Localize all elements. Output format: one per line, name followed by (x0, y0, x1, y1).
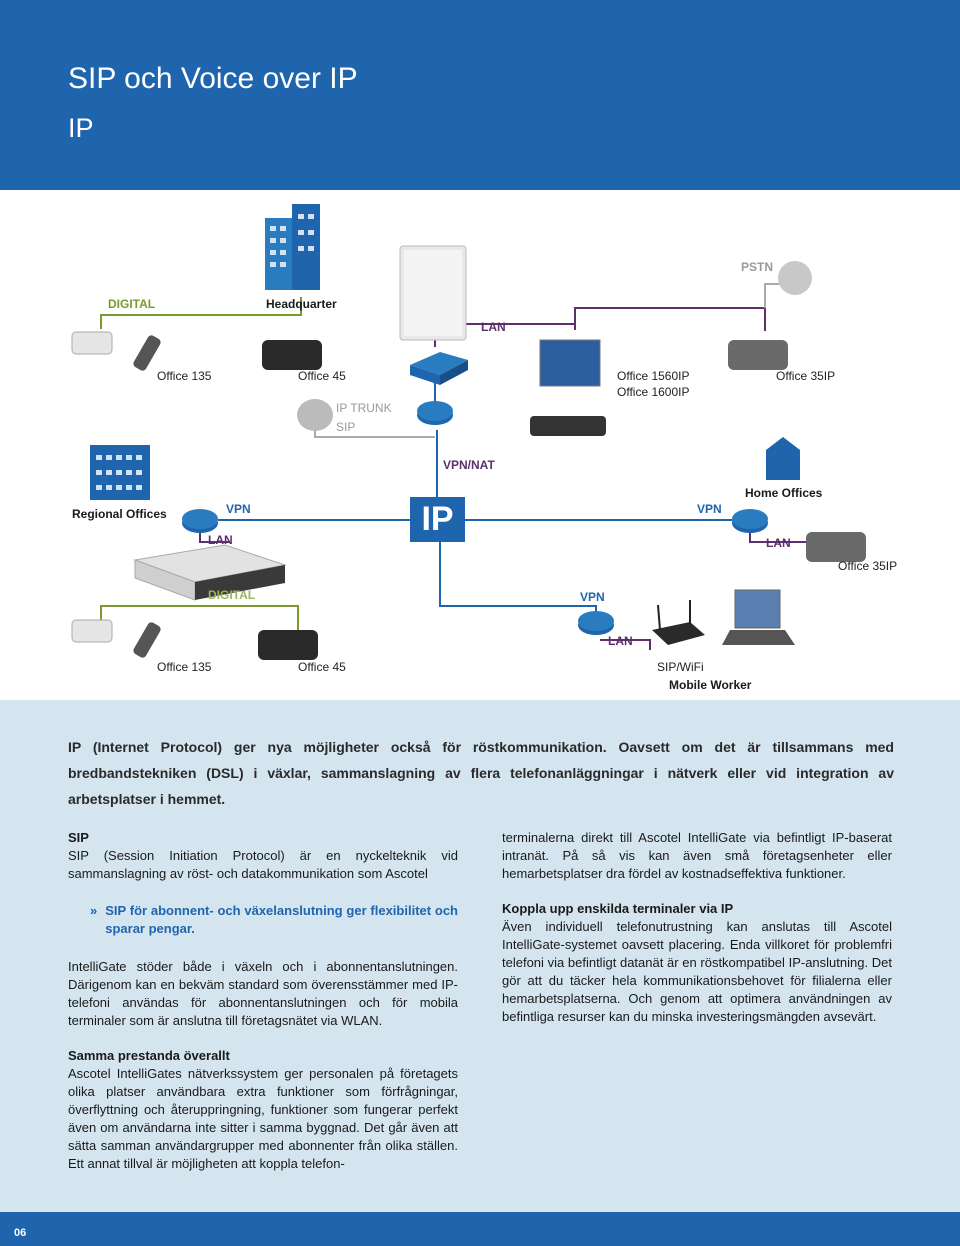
home-offices-label: Home Offices (745, 486, 823, 500)
vpn-right-label: VPN (697, 502, 722, 516)
page-subtitle: IP (68, 113, 94, 143)
home-icon (766, 437, 800, 480)
heading-connect-terminals: Koppla upp enskilda terminaler via IP (502, 901, 734, 916)
digital-label-top: DIGITAL (108, 297, 156, 311)
office135-bottom-label: Office 135 (157, 660, 212, 674)
sip-wifi-label: SIP/WiFi (657, 660, 704, 674)
desktop-computer-icon (530, 339, 606, 436)
right-column: terminalerna direkt till Ascotel Intelli… (502, 829, 892, 1026)
page-header: SIP och Voice over IP IP (0, 0, 960, 190)
sip-trunk-line (314, 417, 435, 438)
pbx-server-icon (399, 245, 467, 341)
paragraph-network: Ascotel IntelliGates nätverkssystem ger … (68, 1066, 458, 1171)
paragraph-intelligate: IntelliGate stöder både i växeln och i a… (68, 959, 458, 1028)
digital-label-mid: DIGITAL (208, 588, 256, 602)
router-right-icon (732, 509, 768, 533)
desk-phone-icon (258, 340, 866, 660)
text-panel (0, 700, 960, 1212)
sip-heading: SIP (68, 830, 89, 845)
router-bottom-icon (578, 611, 614, 635)
rack-device-icon (133, 544, 287, 601)
regional-offices-label: Regional Offices (72, 507, 167, 521)
quote-mark: » (90, 903, 98, 918)
laptop-icon (722, 589, 795, 645)
office35-right-label: Office 35IP (838, 559, 898, 573)
router-left-icon (182, 509, 218, 533)
pstn-icon (778, 261, 812, 295)
office45-top-label: Office 45 (298, 369, 346, 383)
office45-bottom-label: Office 45 (298, 660, 346, 674)
diagram-lines (71, 204, 866, 660)
digital-line-top (100, 297, 302, 329)
network-diagram: PSTN DIGITAL Headquarter LAN Office 135 … (0, 190, 960, 700)
office1560-label: Office 1560IP (617, 369, 690, 383)
page-title: SIP och Voice over IP (68, 62, 358, 95)
ip-trunk-label: IP TRUNK (336, 401, 392, 415)
lan-left-label: LAN (208, 533, 233, 547)
heading-same-performance: Samma prestanda överallt (68, 1048, 230, 1063)
lan-right-label: LAN (766, 536, 791, 550)
page-number: 06 (14, 1227, 27, 1239)
sip-text: SIP (Session Initiation Protocol) är en … (68, 848, 458, 881)
paragraph-terminals: terminalerna direkt till Ascotel Intelli… (502, 830, 892, 881)
pstn-line (764, 283, 780, 308)
lan-label-top: LAN (481, 320, 506, 334)
wifi-access-point-icon (652, 600, 705, 645)
digital-line-mid (100, 605, 299, 630)
page-footer: 06 (0, 1212, 960, 1246)
mobile-worker-label: Mobile Worker (669, 678, 752, 692)
left-column: SIP SIP (Session Initiation Protocol) är… (68, 829, 458, 1173)
headquarter-label: Headquarter (266, 297, 337, 311)
vpn-left-label: VPN (226, 502, 251, 516)
pstn-label: PSTN (741, 260, 774, 274)
regional-building-icon (90, 445, 150, 500)
sip-label: SIP (336, 420, 356, 434)
vpn-nat-label: VPN/NAT (443, 458, 495, 472)
dect-base-icon (71, 331, 113, 643)
headquarter-building-icon (265, 204, 320, 290)
quote-text: SIP för abonnent- och växelanslutning ge… (105, 903, 458, 936)
office35-top-label: Office 35IP (776, 369, 836, 383)
lan-mid-label: LAN (608, 634, 633, 648)
office135-top-label: Office 135 (157, 369, 212, 383)
ip-cloud-box: IP (410, 497, 465, 542)
vpn-line-mid (439, 542, 597, 620)
vpn-mid-label: VPN (580, 590, 605, 604)
intro-text: IP (Internet Protocol) ger nya möjlighet… (68, 739, 894, 807)
switch-icon (410, 352, 468, 385)
router-icon (297, 399, 453, 431)
cordless-phone-icon (133, 335, 161, 658)
paragraph-individual: Även individuell telefonutrustning kan a… (502, 919, 892, 1024)
office1600-label: Office 1600IP (617, 385, 690, 399)
pull-quote: » SIP för abonnent- och växelanslutning … (90, 902, 458, 938)
